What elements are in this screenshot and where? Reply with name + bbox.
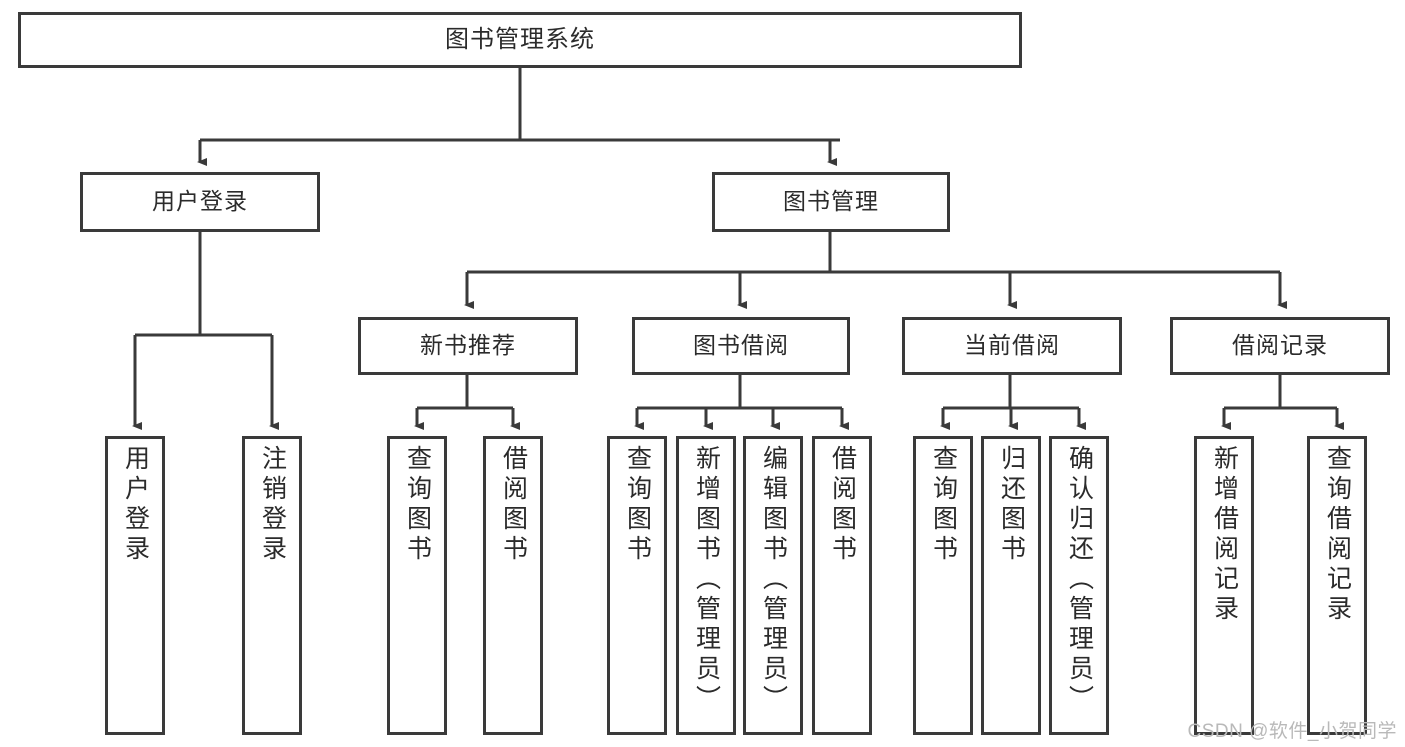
node-label: 归还图书 bbox=[997, 445, 1026, 565]
watermark: CSDN @软件_小贺同学 bbox=[1187, 721, 1397, 742]
leaf-borrow-borrow-book[interactable]: 借阅图书 bbox=[812, 436, 872, 735]
leaf-user-login[interactable]: 用户登录 bbox=[105, 436, 165, 735]
leaf-recommend-borrow-book[interactable]: 借阅图书 bbox=[483, 436, 543, 735]
node-user-login[interactable]: 用户登录 bbox=[80, 172, 320, 232]
node-label: 查询图书 bbox=[403, 445, 432, 565]
leaf-borrow-edit-book-admin[interactable]: 编辑图书（管理员） bbox=[743, 436, 803, 735]
node-new-book-recommend[interactable]: 新书推荐 bbox=[358, 317, 578, 375]
leaf-record-query[interactable]: 查询借阅记录 bbox=[1307, 436, 1367, 735]
leaf-user-logout[interactable]: 注销登录 bbox=[242, 436, 302, 735]
leaf-recommend-query-book[interactable]: 查询图书 bbox=[387, 436, 447, 735]
leaf-current-return-book[interactable]: 归还图书 bbox=[981, 436, 1041, 735]
leaf-current-query-book[interactable]: 查询图书 bbox=[913, 436, 973, 735]
node-label: 新书推荐 bbox=[420, 332, 516, 359]
node-label: 查询借阅记录 bbox=[1323, 445, 1352, 625]
node-book-management[interactable]: 图书管理 bbox=[712, 172, 950, 232]
leaf-borrow-query-book[interactable]: 查询图书 bbox=[607, 436, 667, 735]
node-label: 新增图书（管理员） bbox=[692, 445, 721, 715]
node-root-system[interactable]: 图书管理系统 bbox=[18, 12, 1022, 68]
node-label: 注销登录 bbox=[258, 445, 287, 565]
node-label: 查询图书 bbox=[623, 445, 652, 565]
node-label: 图书管理系统 bbox=[445, 25, 595, 53]
leaf-current-confirm-return-admin[interactable]: 确认归还（管理员） bbox=[1049, 436, 1109, 735]
node-label: 查询图书 bbox=[929, 445, 958, 565]
node-label: 借阅记录 bbox=[1232, 332, 1328, 359]
node-label: 用户登录 bbox=[152, 188, 248, 215]
node-label: 当前借阅 bbox=[964, 332, 1060, 359]
node-current-borrow[interactable]: 当前借阅 bbox=[902, 317, 1122, 375]
leaf-record-add[interactable]: 新增借阅记录 bbox=[1194, 436, 1254, 735]
node-label: 图书管理 bbox=[783, 188, 879, 215]
node-label: 图书借阅 bbox=[693, 332, 789, 359]
node-label: 用户登录 bbox=[121, 445, 150, 565]
node-label: 确认归还（管理员） bbox=[1065, 445, 1094, 715]
node-label: 借阅图书 bbox=[499, 445, 528, 565]
leaf-borrow-add-book-admin[interactable]: 新增图书（管理员） bbox=[676, 436, 736, 735]
node-label: 借阅图书 bbox=[828, 445, 857, 565]
node-borrow-record[interactable]: 借阅记录 bbox=[1170, 317, 1390, 375]
node-label: 编辑图书（管理员） bbox=[759, 445, 788, 715]
node-book-borrow[interactable]: 图书借阅 bbox=[632, 317, 850, 375]
node-label: 新增借阅记录 bbox=[1210, 445, 1239, 625]
